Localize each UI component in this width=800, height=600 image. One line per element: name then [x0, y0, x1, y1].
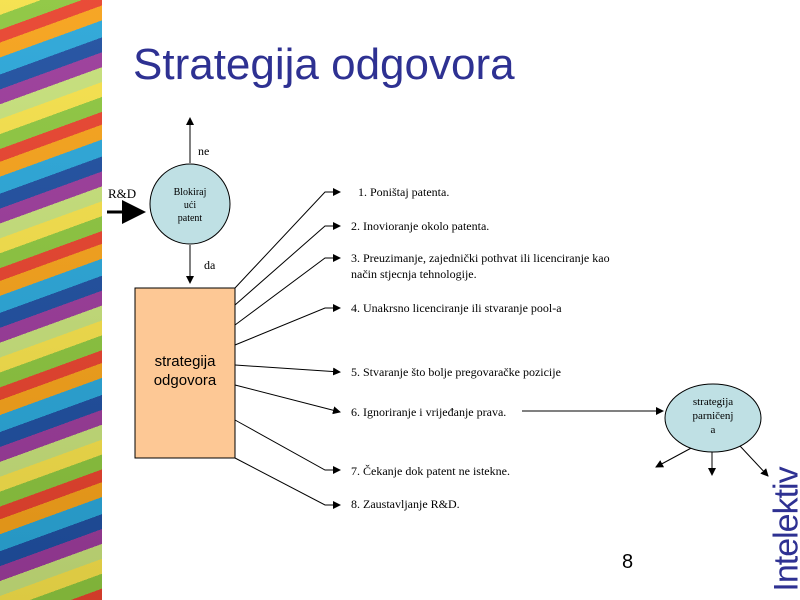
- list-item: 1. Poništaj patenta.: [358, 185, 450, 199]
- connector-8: [234, 457, 341, 509]
- list-item: 4. Unakrsno licenciranje ili stvaranje p…: [351, 301, 562, 315]
- arrow-lit-1: [655, 445, 696, 468]
- list-item: 2. Inovioranje okolo patenta.: [351, 219, 490, 233]
- input-label: R&D: [108, 186, 137, 201]
- decision-node: [149, 163, 231, 245]
- connector-5: [234, 364, 341, 376]
- arrow-lit-3: [739, 445, 769, 477]
- connector-1: [234, 188, 341, 289]
- connector-2: [234, 222, 341, 306]
- list-item: 3. Preuzimanje, zajednički pothvat ili l…: [351, 251, 610, 265]
- slide-title: Strategija odgovora: [133, 40, 515, 89]
- list-item: način stjecnja tehnologije.: [351, 267, 477, 281]
- list-item: 5. Stvaranje što bolje pregovaračke pozi…: [351, 365, 561, 379]
- connector-6: [234, 384, 341, 415]
- decorative-stripes-image: [0, 0, 102, 600]
- main-box: [134, 287, 236, 459]
- litigation-node: [664, 383, 762, 453]
- no-label: ne: [198, 144, 210, 158]
- list-item: 7. Čekanje dok patent ne istekne.: [351, 464, 510, 478]
- page-number: 8: [622, 551, 634, 573]
- connector-3: [234, 254, 341, 326]
- list-item: 6. Ignoriranje i vrijeđanje prava.: [351, 405, 507, 419]
- yes-label: da: [204, 258, 216, 272]
- intelektiv-logo: Intelektiv: [767, 467, 800, 592]
- connector-7: [234, 419, 341, 474]
- connector-4: [234, 304, 341, 346]
- list-item: 8. Zaustavljanje R&D.: [351, 497, 460, 511]
